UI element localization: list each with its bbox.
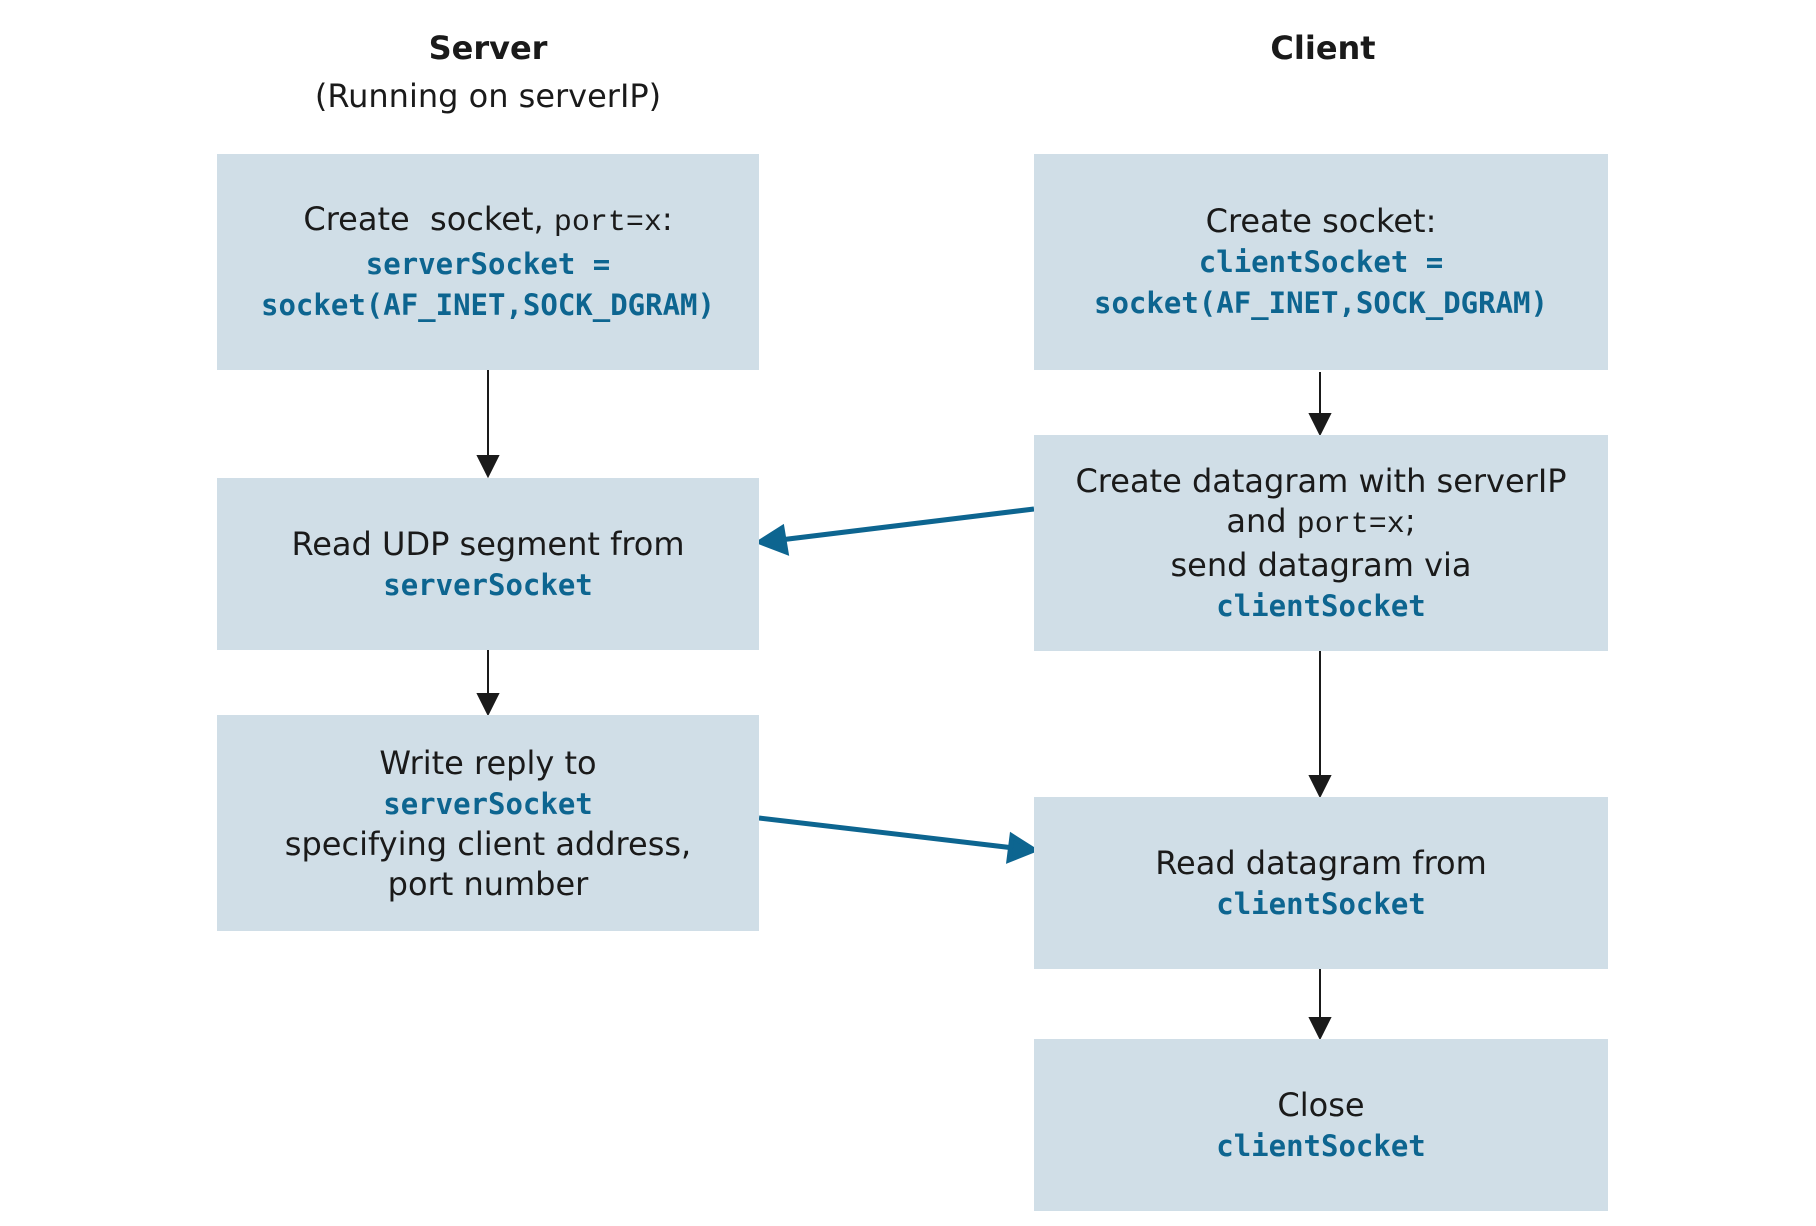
code-text: clientSocket — [1216, 886, 1426, 921]
arrowhead-c2 — [1308, 413, 1332, 437]
step-line: clientSocket — [1216, 585, 1426, 626]
step-line: Write reply to — [379, 743, 596, 783]
arrowhead-c4 — [1308, 1017, 1332, 1041]
step-line: socket(AF_INET,SOCK_DGRAM) — [261, 284, 715, 325]
step-line: serverSocket — [383, 783, 593, 824]
step-line: serverSocket — [383, 564, 593, 605]
step-line: clientSocket — [1216, 1125, 1426, 1166]
step-text: Create socket, — [303, 200, 554, 238]
step-line: socket(AF_INET,SOCK_DGRAM) — [1094, 282, 1548, 323]
arrow-c2-to-s2 — [779, 506, 1035, 543]
arrowhead-to-s2 — [754, 523, 790, 556]
client-title: Client — [1270, 29, 1376, 67]
step-text: Close — [1277, 1085, 1365, 1124]
step-line: Create datagram with serverIP — [1075, 461, 1566, 501]
step-text: Read datagram from — [1155, 843, 1487, 882]
step-line: Create socket: — [1206, 201, 1437, 241]
code-text: clientSocket — [1216, 588, 1426, 623]
step-line: clientSocket — [1216, 883, 1426, 924]
code-text: clientSocket — [1216, 1128, 1426, 1163]
step-line: specifying client address, — [285, 824, 691, 864]
code-text: serverSocket — [383, 786, 593, 821]
mono-text: port=x — [553, 206, 662, 240]
step-text: : — [661, 200, 673, 238]
step-text: Read UDP segment from — [291, 524, 685, 563]
step-text: port number — [387, 864, 589, 903]
step-text: send datagram via — [1170, 545, 1472, 584]
server-step-read-segment: Read UDP segment from serverSocket — [217, 478, 759, 650]
step-line: serverSocket = — [366, 243, 610, 284]
code-text: clientSocket = — [1198, 245, 1444, 279]
step-text: specifying client address, — [284, 824, 692, 863]
step-text: Create socket: — [1205, 202, 1437, 240]
server-column-header: Server (Running on serverIP) — [218, 24, 758, 120]
client-step-close-socket: Close clientSocket — [1034, 1039, 1608, 1211]
server-step-create-socket: Create socket, port=x: serverSocket = sock… — [217, 154, 759, 370]
step-line: port number — [388, 864, 589, 904]
code-text: socket(AF_INET,SOCK_DGRAM) — [1094, 286, 1548, 320]
step-line: clientSocket = — [1199, 241, 1443, 282]
arrow-s3-to-c3 — [758, 815, 1015, 851]
arrowhead-s2 — [476, 455, 500, 479]
server-title: Server — [428, 29, 548, 67]
step-text: ; — [1404, 501, 1416, 540]
step-line: Read datagram from — [1155, 843, 1487, 883]
step-text: Create datagram with serverIP — [1075, 461, 1567, 500]
cross-arrows — [754, 506, 1040, 864]
server-subtitle: (Running on serverIP) — [314, 77, 662, 115]
step-text: Write reply to — [379, 743, 597, 782]
arrowhead-c3 — [1308, 775, 1332, 799]
code-text: serverSocket — [383, 567, 593, 602]
arrowhead-to-c3 — [1005, 831, 1040, 864]
client-step-create-socket: Create socket: clientSocket = socket(AF_IN… — [1034, 154, 1608, 370]
step-text: and — [1226, 501, 1297, 540]
code-text: serverSocket = — [365, 247, 611, 281]
step-line: Create socket, port=x: — [303, 199, 672, 243]
code-text: socket(AF_INET,SOCK_DGRAM) — [261, 288, 715, 322]
step-line: Read UDP segment from — [291, 524, 684, 564]
step-line: Close — [1277, 1085, 1364, 1125]
step-line: send datagram via — [1170, 545, 1471, 585]
client-step-read-datagram: Read datagram from clientSocket — [1034, 797, 1608, 969]
step-line: and port=x; — [1226, 501, 1415, 545]
client-column-header: Client — [1036, 24, 1610, 72]
arrowhead-s3 — [476, 693, 500, 717]
mono-text: port=x — [1296, 507, 1405, 542]
